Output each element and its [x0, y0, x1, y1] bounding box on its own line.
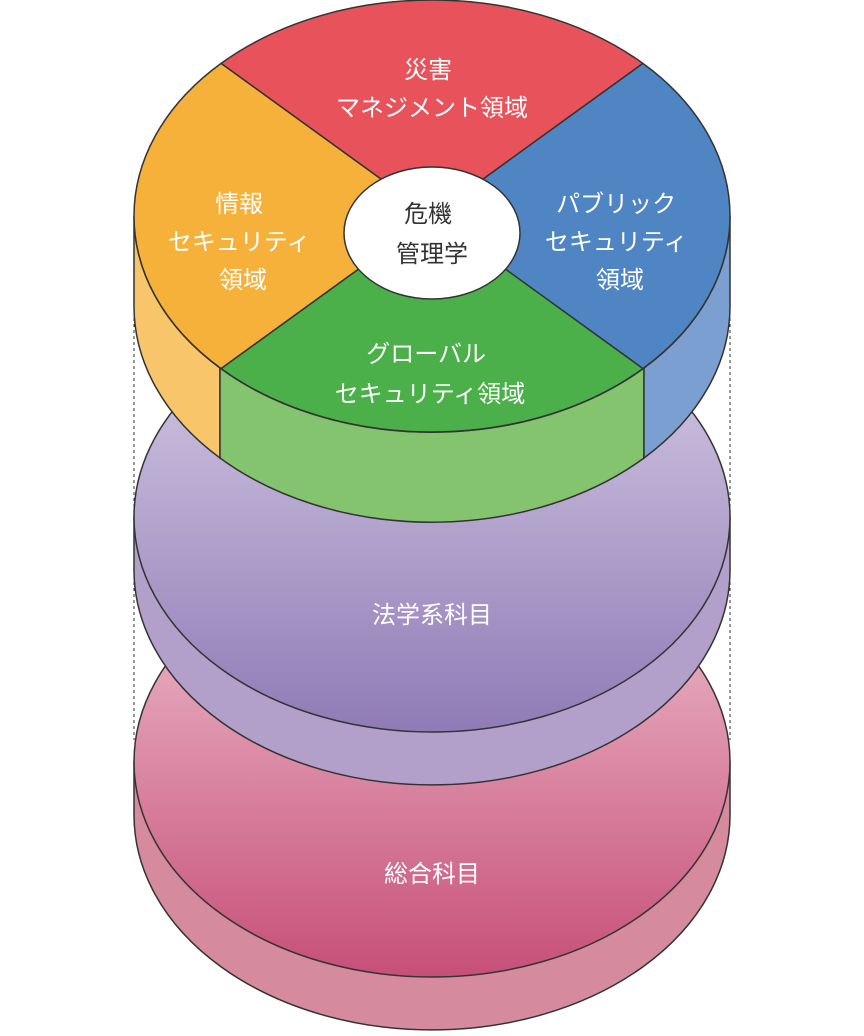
- right-segment-label-line-3: 領域: [596, 266, 644, 294]
- center-label-line-2: 管理学: [396, 240, 468, 268]
- bottom-segment-label-line-2: セキュリティ領域: [335, 380, 526, 408]
- left-segment-label-line-1: 情報: [215, 190, 263, 218]
- right-segment-label: パブリック セキュリティ 領域: [545, 190, 695, 294]
- left-segment-label-line-2: セキュリティ: [168, 228, 311, 256]
- top-disc-outline: [133, 0, 731, 433]
- right-segment-label-line-1: パブリック: [556, 190, 676, 218]
- left-segment-label-line-3: 領域: [219, 266, 267, 294]
- center-label: 危機 管理学: [396, 200, 468, 268]
- center-oval: [343, 166, 521, 300]
- top-segment-label-line-2: マネジメント領域: [336, 94, 528, 122]
- bottom-layer-label: 総合科目: [384, 860, 480, 888]
- left-segment-label: 情報 セキュリティ 領域: [168, 190, 318, 294]
- center-label-line-1: 危機: [404, 200, 452, 228]
- top-segment-label-line-1: 災害: [404, 56, 452, 84]
- bottom-segment-label-line-1: グローバル: [366, 340, 486, 368]
- bottom-segment-label: グローバル セキュリティ領域: [335, 340, 526, 408]
- top-segment-label: 災害 マネジメント領域: [336, 56, 528, 122]
- right-segment-label-line-2: セキュリティ: [545, 228, 688, 256]
- middle-layer-label: 法学系科目: [372, 601, 492, 629]
